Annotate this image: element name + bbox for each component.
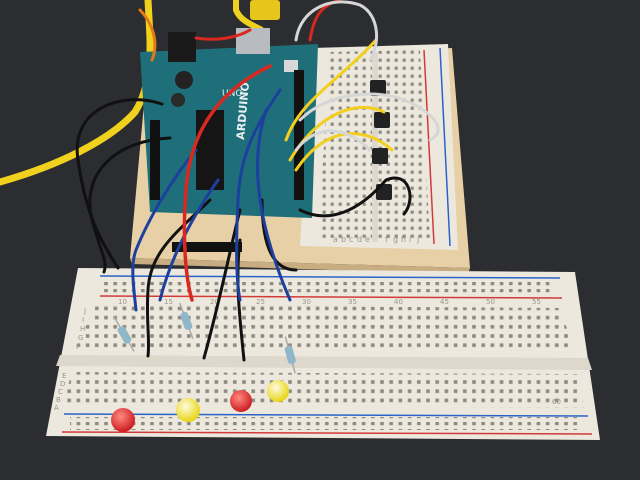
wire-white <box>298 92 440 142</box>
rail-line-blue <box>99 275 561 279</box>
wood-base-edge <box>130 258 470 274</box>
wire-white <box>294 129 372 152</box>
led-red <box>111 408 135 432</box>
jumper-wires <box>75 0 440 362</box>
wire-black <box>88 136 172 274</box>
wire-black <box>298 176 412 218</box>
row-letter: F <box>76 343 80 351</box>
column-number: 55 <box>532 298 541 306</box>
row-label: b <box>341 235 346 244</box>
wire-orange <box>138 8 157 62</box>
header-pins <box>150 120 160 200</box>
row-label: a <box>333 235 338 244</box>
resistors <box>113 302 296 374</box>
usb-plug <box>250 0 280 20</box>
push-button <box>370 80 386 96</box>
small-breadboard: a b c d e f g h i j <box>300 44 458 250</box>
power-jack <box>168 32 196 62</box>
led-yellow <box>267 380 289 402</box>
wire-blue <box>158 178 220 302</box>
column-number: 35 <box>348 298 357 306</box>
row-letter: I <box>82 316 84 324</box>
leds <box>111 380 289 432</box>
row-label: c <box>349 235 353 244</box>
row-letter: C <box>58 388 63 396</box>
row-label: d <box>357 235 362 244</box>
led-red <box>230 390 252 412</box>
rail-line-red <box>99 295 563 299</box>
column-number: 50 <box>486 298 495 306</box>
column-number: 60 <box>552 398 561 406</box>
push-button <box>374 112 390 128</box>
column-numbers: 10 15 20 25 30 35 40 45 50 55 60 <box>118 298 561 406</box>
rail-line-blue <box>63 413 589 417</box>
wire-blue <box>256 108 292 302</box>
row-letter: D <box>60 380 65 388</box>
small-breadboard-row-labels: a b c d e f g h i j <box>333 235 419 244</box>
row-label: f <box>385 235 388 244</box>
wire-yellow <box>284 38 378 142</box>
header-pins <box>294 70 304 200</box>
row-letter: E <box>62 372 66 380</box>
led-yellow <box>176 398 200 422</box>
header-strip <box>172 242 242 252</box>
usb-port <box>236 28 270 54</box>
reset-button <box>284 60 298 72</box>
wire-red <box>182 64 272 302</box>
column-number: 30 <box>302 298 311 306</box>
resistor <box>284 336 296 374</box>
capacitor <box>175 71 193 89</box>
row-label: e <box>365 235 370 244</box>
column-number: 10 <box>118 298 127 306</box>
wire-red <box>194 28 252 41</box>
push-button <box>372 148 388 164</box>
large-breadboard: 10 15 20 25 30 35 40 45 50 55 60 J I H G… <box>46 268 600 440</box>
microcontroller-chip <box>196 110 224 190</box>
resistor <box>113 316 135 352</box>
rail-line-red <box>61 431 593 435</box>
row-label: i <box>409 235 411 244</box>
column-number: 45 <box>440 298 449 306</box>
row-letter: G <box>78 334 83 342</box>
wire-black <box>75 98 164 270</box>
capacitor <box>171 93 185 107</box>
row-label: h <box>401 235 406 244</box>
column-number: 40 <box>394 298 403 306</box>
row-label: g <box>393 235 398 244</box>
row-letters: J I H G F E D C B A <box>54 307 86 412</box>
row-letter: H <box>80 325 85 333</box>
arduino-logo-text: ARDUINO <box>234 82 252 141</box>
row-label: j <box>416 235 419 244</box>
wire-blue <box>131 148 198 312</box>
ethernet-cable <box>0 0 154 186</box>
wire-white <box>294 0 379 62</box>
row-letter: A <box>54 404 59 412</box>
column-number: 25 <box>256 298 265 306</box>
column-number: 20 <box>210 298 219 306</box>
resistor <box>179 302 194 340</box>
arduino-uno-board: ARDUINO UNO <box>140 28 318 218</box>
uno-label: UNO <box>222 89 242 99</box>
column-number: 15 <box>164 298 173 306</box>
row-letter: J <box>83 307 86 315</box>
row-letter: B <box>56 396 61 404</box>
